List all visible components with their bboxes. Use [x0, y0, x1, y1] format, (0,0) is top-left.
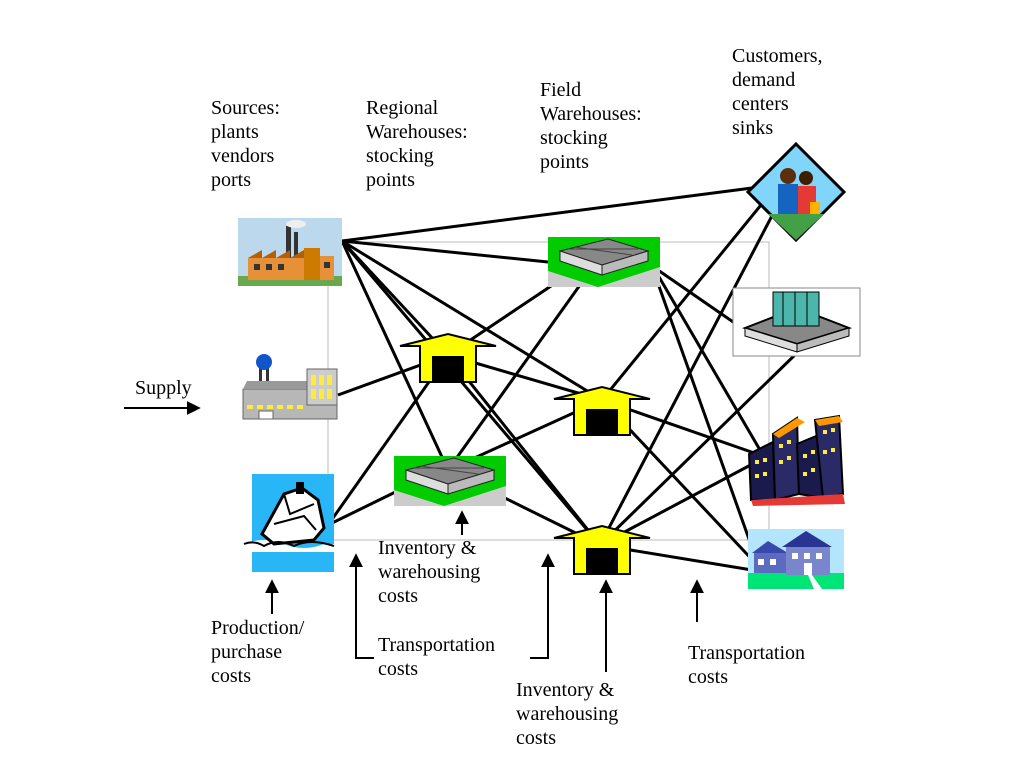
house-arrow-icon: [553, 385, 651, 436]
factory-icon: [238, 218, 342, 286]
link-ship-regional1: [326, 354, 450, 526]
regional-warehouses-label: Regional Warehouses: stocking points: [366, 97, 468, 191]
link-factory-field2: [341, 239, 603, 402]
transportation-costs-left-label: Transportation costs: [378, 634, 496, 680]
link-field3-store: [598, 348, 802, 547]
warehouse-building-icon: [548, 237, 660, 287]
production-costs-label: Production/ purchase costs: [211, 617, 305, 687]
link-regional1-field3: [446, 354, 602, 546]
house-arrow-icon: [399, 332, 497, 383]
supply-label: Supply: [135, 377, 192, 399]
link-field3-family: [598, 209, 777, 546]
family-icon: [745, 141, 847, 243]
house-icon: [748, 529, 844, 589]
sources-label: Sources: plants vendors ports: [211, 97, 280, 191]
link-field1-home: [653, 274, 762, 571]
link-factory-field3: [340, 240, 602, 546]
link-factory-field1: [341, 239, 549, 264]
link-factory-family: [341, 186, 753, 243]
plant-icon: [242, 354, 338, 420]
network-links: [326, 186, 802, 572]
transportation-costs-right-label: Transportation costs: [688, 642, 806, 688]
link-field3-city: [599, 458, 761, 547]
field-warehouses-label: Field Warehouses: stocking points: [540, 79, 642, 173]
transportation-bracket-left: [349, 553, 374, 659]
link-factory-regional2: [340, 240, 450, 471]
link-field1-city: [653, 269, 762, 451]
link-field2-family: [600, 199, 767, 401]
customers-label: Customers, demand centers sinks: [732, 45, 823, 139]
regional-inventory-costs-label: Inventory & warehousing costs: [378, 537, 481, 607]
link-regional2-field1: [446, 284, 582, 471]
transportation-bracket-right: [530, 553, 555, 659]
city-buildings-icon: [747, 414, 845, 506]
ship-icon: [243, 474, 335, 572]
house-arrow-icon: [553, 524, 651, 575]
field-inventory-costs-label: Inventory & warehousing costs: [516, 679, 619, 749]
warehouse-building-icon: [394, 456, 506, 506]
store-building-icon: [732, 287, 861, 357]
